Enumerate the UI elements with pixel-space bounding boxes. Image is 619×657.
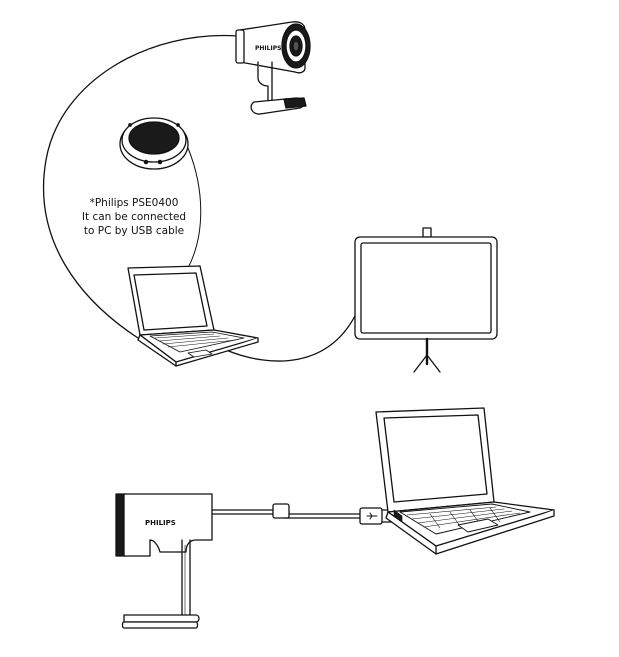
- projector-screen: [354, 227, 498, 373]
- webcam-bottom: PHILIPS: [115, 493, 213, 629]
- webcam-top: PHILIPS: [235, 21, 311, 115]
- note-line-3: to PC by USB cable: [83, 225, 185, 237]
- speakerphone: [119, 117, 189, 170]
- laptop-top: [127, 265, 259, 367]
- note-line-2: It can be connected: [81, 211, 187, 223]
- note-line-1: *Philips PSE0400: [89, 197, 179, 209]
- screen-cable: [225, 309, 359, 362]
- usb-cable: [211, 503, 361, 519]
- camera-cable: [42, 34, 239, 339]
- brand-label-top: PHILIPS: [255, 45, 281, 52]
- brand-label-bottom: PHILIPS: [145, 519, 176, 527]
- speakerphone-line: [187, 147, 202, 269]
- laptop-bottom: [375, 407, 555, 555]
- lens-icon: [281, 23, 311, 69]
- speakerphone-note: *Philips PSE0400 It can be connected to …: [64, 196, 204, 238]
